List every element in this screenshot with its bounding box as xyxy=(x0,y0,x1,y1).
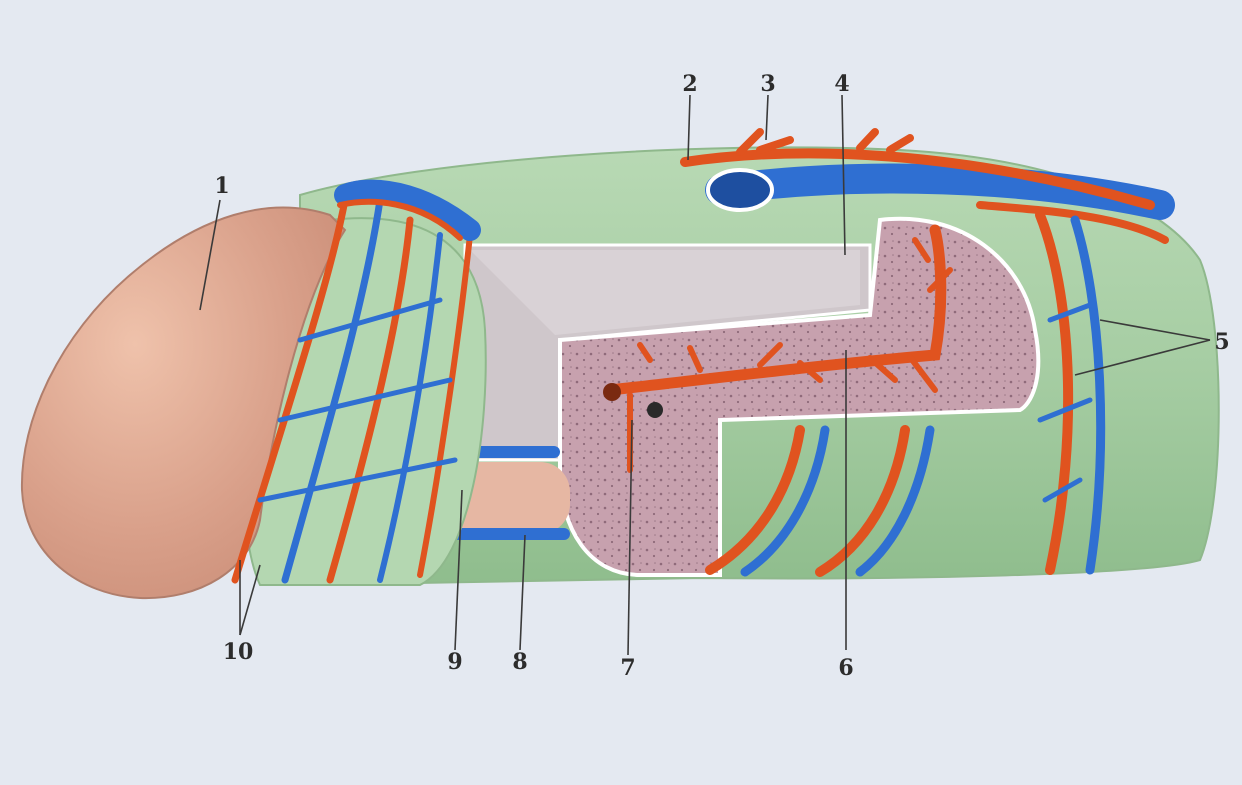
deep-vein-lumen xyxy=(647,402,663,418)
callout-3: 3 xyxy=(760,71,775,97)
callout-4: 4 xyxy=(834,71,849,97)
dorsal-vein-lumen xyxy=(708,170,772,210)
callout-7: 7 xyxy=(620,655,635,681)
callout-8: 8 xyxy=(512,649,527,675)
deep-artery-lumen xyxy=(603,383,621,401)
callout-5: 5 xyxy=(1214,329,1229,355)
callout-1: 1 xyxy=(214,173,229,199)
callout-2: 2 xyxy=(682,71,697,97)
callout-9: 9 xyxy=(447,649,462,675)
callout-10: 10 xyxy=(223,639,254,665)
callout-6: 6 xyxy=(838,655,853,681)
